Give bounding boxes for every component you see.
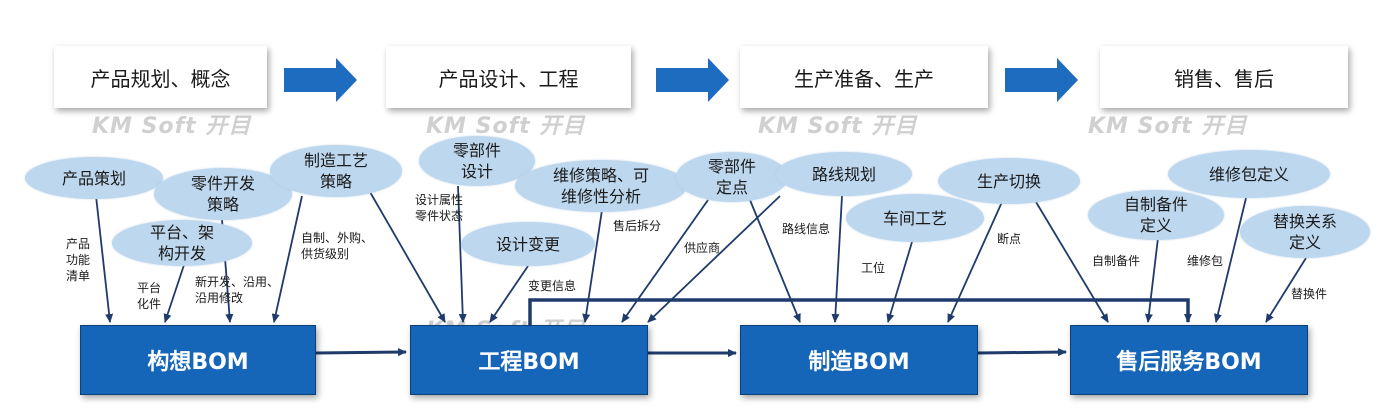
watermark-logo: KM Soft 开目	[92, 114, 252, 139]
connector-line	[582, 209, 603, 323]
bom-flow-arrow-3	[977, 348, 1067, 357]
oval-maintenance-strategy: 维修策略、可 维修性分析	[515, 160, 687, 212]
connector-line	[621, 199, 709, 323]
connector-line	[163, 261, 186, 323]
label-new-development-reuse: 新开发、沿用、 沿用修改	[195, 275, 280, 305]
watermark-logo: KM Soft 开目	[758, 114, 918, 139]
oval-label: 零件开发 策略	[190, 174, 255, 214]
connector-line	[886, 241, 913, 323]
phase-arrow-1	[284, 58, 357, 102]
phase-arrow-2	[656, 58, 729, 102]
label-station: 工位	[861, 261, 886, 275]
phase-after-sales: 销售、售后	[1100, 46, 1348, 108]
bom-label: 制造BOM	[808, 350, 910, 375]
oval-label: 自制备件 定义	[1123, 195, 1188, 235]
oval-production-switch: 生产切换	[938, 158, 1080, 204]
oval-self-made-spare-parts: 自制备件 定义	[1088, 190, 1224, 240]
label-change-info: 变更信息	[528, 279, 577, 293]
oval-parts-development-strategy: 零件开发 策略	[154, 168, 292, 220]
label-supplier: 供应商	[684, 241, 721, 255]
connector-line	[1265, 257, 1307, 323]
oval-label: 零部件 设计	[452, 141, 501, 181]
phase-label: 产品规划、概念	[90, 66, 231, 91]
connector-line	[1213, 197, 1247, 323]
oval-label: 替换关系 定义	[1272, 212, 1337, 252]
phase-label: 生产准备、生产	[794, 66, 934, 91]
bom-label: 售后服务BOM	[1116, 350, 1262, 375]
bom-manufacturing: 制造BOM	[740, 325, 978, 395]
connector-line	[647, 195, 781, 323]
connector-line	[271, 195, 303, 323]
bom-label: 工程BOM	[478, 350, 580, 375]
oval-label: 车间工艺	[882, 208, 947, 228]
oval-parts-design: 零部件 设计	[419, 136, 535, 186]
oval-label: 制造工艺 策略	[303, 151, 368, 191]
oval-replacement-relationship: 替换关系 定义	[1240, 206, 1370, 258]
watermark-logo: KM Soft 开目	[1088, 114, 1248, 139]
connector-line	[369, 191, 446, 323]
bom-flow-arrow-1	[315, 348, 407, 357]
label-routing-info: 路线信息	[782, 222, 831, 236]
oval-workshop-process: 车间工艺	[846, 194, 984, 242]
bom-label: 构想BOM	[147, 350, 249, 375]
label-platform-modularization: 平台 化件	[137, 281, 162, 311]
oval-label: 设计变更	[495, 234, 560, 254]
connector-line	[947, 201, 1003, 323]
phase-label: 销售、售后	[1174, 66, 1274, 91]
phase-production: 生产准备、生产	[740, 46, 988, 108]
oval-product-planning: 产品策划	[25, 157, 163, 199]
phase-label: 产品设计、工程	[438, 66, 579, 91]
oval-label: 维修包定义	[1208, 164, 1289, 184]
connector-line	[749, 199, 801, 323]
oval-label: 维修策略、可 维修性分析	[552, 166, 649, 206]
label-replacement-part: 替换件	[1291, 287, 1328, 301]
connector-line	[1035, 201, 1109, 323]
oval-label: 平台、架 构开发	[149, 223, 214, 263]
oval-label: 生产切换	[976, 171, 1041, 191]
connector-line	[489, 265, 529, 323]
label-product-function-list: 产品 功能 清单	[66, 237, 91, 283]
phase-product-design: 产品设计、工程	[386, 46, 631, 108]
phase-arrow-3	[1005, 58, 1078, 102]
label-after-sales-split: 售后拆分	[613, 219, 662, 233]
oval-parts-locating: 零部件 定点	[676, 152, 788, 202]
oval-manufacturing-strategy: 制造工艺 策略	[270, 145, 402, 197]
connector-line	[457, 185, 467, 323]
bom-engineering: 工程BOM	[410, 325, 648, 395]
bom-after-sales-service: 售后服务BOM	[1070, 325, 1308, 395]
oval-repair-kit-definition: 维修包定义	[1168, 150, 1330, 198]
label-make-buy-supply: 自制、外购、 供货级别	[301, 231, 374, 261]
label-repair-kit: 维修包	[1187, 254, 1224, 268]
oval-routing-planning: 路线规划	[776, 152, 912, 196]
oval-label: 产品策划	[61, 168, 126, 188]
connector-line	[831, 195, 843, 323]
bom-concept: 构想BOM	[80, 325, 316, 395]
oval-platform-architecture: 平台、架 构开发	[112, 220, 252, 266]
watermark-logo: KM Soft 开目	[426, 114, 586, 139]
label-design-attribute-state: 设计属性 零件状态	[415, 193, 464, 223]
phase-product-planning: 产品规划、概念	[54, 46, 267, 108]
oval-label: 路线规划	[811, 164, 876, 184]
connector-line	[95, 195, 114, 323]
oval-design-change: 设计变更	[461, 222, 595, 266]
ebom-to-service-bom-connector	[528, 298, 1192, 325]
oval-label: 零部件 定点	[707, 157, 756, 197]
label-breakpoint: 断点	[997, 232, 1022, 246]
label-self-made-spares: 自制备件	[1092, 254, 1141, 268]
connector-line	[1144, 237, 1159, 323]
